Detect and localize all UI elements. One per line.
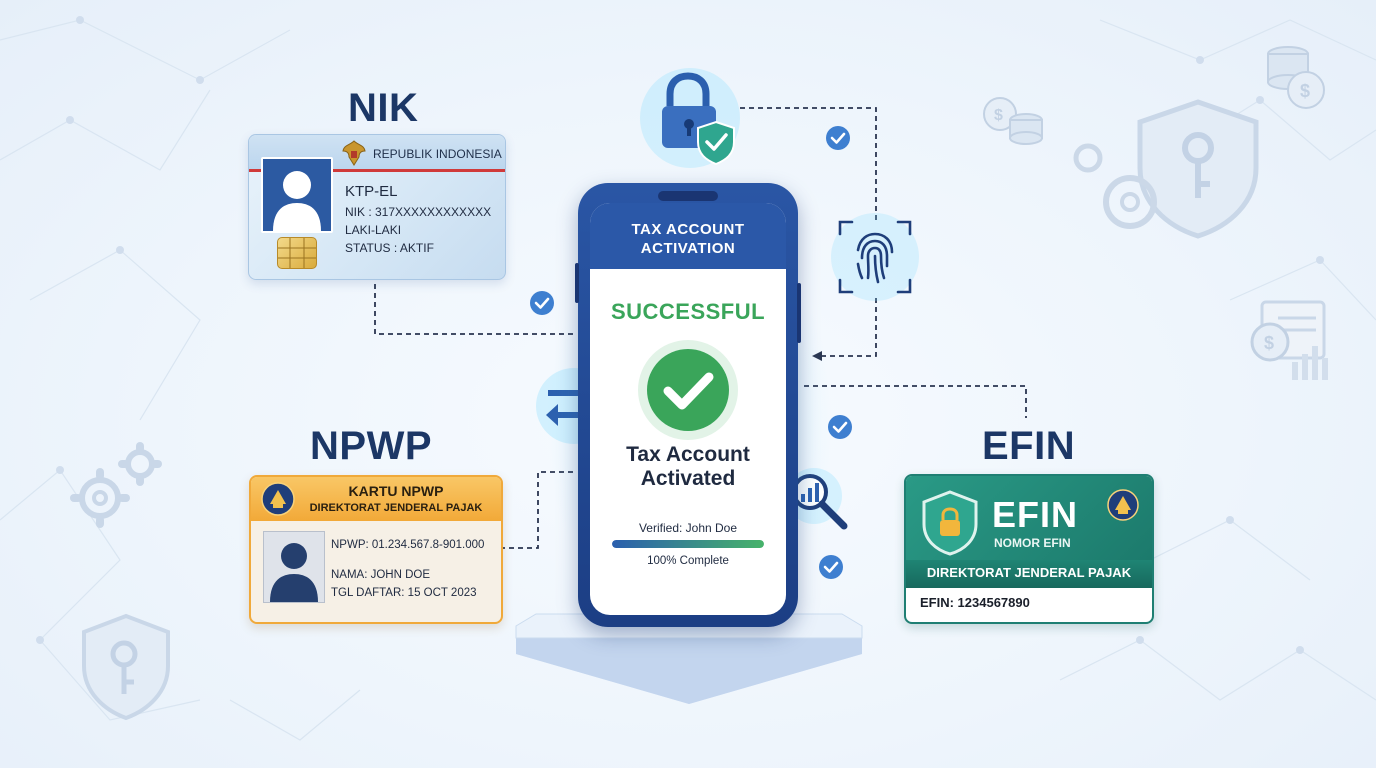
garuda-emblem-icon (342, 140, 366, 166)
kemenkeu-emblem-icon (261, 482, 295, 516)
check-icon (828, 415, 852, 439)
coins-icon (1267, 46, 1325, 109)
phone-header-line2: ACTIVATION (640, 240, 736, 257)
ktp-status: STATUS : AKTIF (345, 241, 434, 255)
magnifier-chart-icon (786, 468, 848, 530)
success-label: SUCCESSFUL (610, 299, 766, 324)
gear-icon (70, 442, 162, 528)
ktp-card: REPUBLIK INDONESIA KTP-EL NIK : 317XXXXX… (248, 134, 506, 280)
svg-text:$: $ (994, 107, 1003, 124)
efin-org: DIREKTORAT JENDERAL PAJAK (926, 565, 1132, 580)
ktp-country: REPUBLIK INDONESIA (373, 147, 502, 161)
efin-card: EFIN NOMOR EFIN DIREKTORAT JENDERAL PAJA… (904, 474, 1154, 624)
svg-text:$: $ (1300, 81, 1310, 101)
efin-subtitle: NOMOR EFIN (994, 536, 1071, 550)
phone-device: TAX ACCOUNT ACTIVATION SUCCESSFUL Tax Ac… (575, 183, 801, 627)
progress-bar (612, 540, 764, 548)
npwp-title: KARTU NPWP (348, 483, 444, 499)
verified-text: Verified: John Doe (638, 521, 738, 535)
lock-shield-icon (640, 68, 740, 168)
efin-big-title: EFIN (992, 494, 1079, 535)
check-icon (819, 555, 843, 579)
svg-text:$: $ (1264, 333, 1274, 353)
ktp-gender: LAKI-LAKI (345, 223, 402, 237)
phone-header-line1: TAX ACCOUNT (631, 221, 745, 238)
title-npwp: NPWP (310, 424, 432, 468)
phone-header (590, 203, 786, 269)
activated-message-line1: Tax Account (626, 443, 750, 466)
person-avatar-icon (273, 171, 321, 231)
npwp-date: TGL DAFTAR: 15 OCT 2023 (331, 587, 477, 599)
ktp-nik: NIK : 317XXXXXXXXXXXX (345, 205, 492, 219)
ktp-type: KTP-EL (345, 183, 398, 200)
ktp-photo (261, 157, 333, 233)
decorative-right-icons: $ $ $ (983, 46, 1328, 380)
efin-number: EFIN: 1234567890 (920, 595, 1030, 610)
npwp-org: DIREKTORAT JENDERAL PAJAK (309, 502, 483, 514)
shield-lock-icon (922, 490, 978, 556)
phone-screen: TAX ACCOUNT ACTIVATION SUCCESSFUL Tax Ac… (590, 203, 786, 615)
person-avatar-icon (270, 543, 318, 602)
activated-message-line2: Activated (640, 467, 736, 490)
npwp-name: NAMA: JOHN DOE (331, 569, 431, 581)
title-efin: EFIN (982, 424, 1076, 468)
check-icon (826, 126, 850, 150)
title-nik: NIK (348, 86, 419, 130)
progress-fill (612, 540, 764, 548)
npwp-number: NPWP: 01.234.567.8-901.000 (331, 539, 485, 551)
shield-key-icon (82, 613, 170, 721)
chip-icon (277, 237, 317, 269)
success-check-icon (638, 340, 738, 440)
progress-label: 100% Complete (647, 555, 729, 567)
kemenkeu-emblem-icon (1107, 489, 1139, 521)
fingerprint-icon (831, 213, 919, 301)
npwp-photo (263, 531, 325, 603)
check-icon (530, 291, 554, 315)
npwp-card: KARTU NPWP DIREKTORAT JENDERAL PAJAK NPW… (249, 475, 503, 624)
